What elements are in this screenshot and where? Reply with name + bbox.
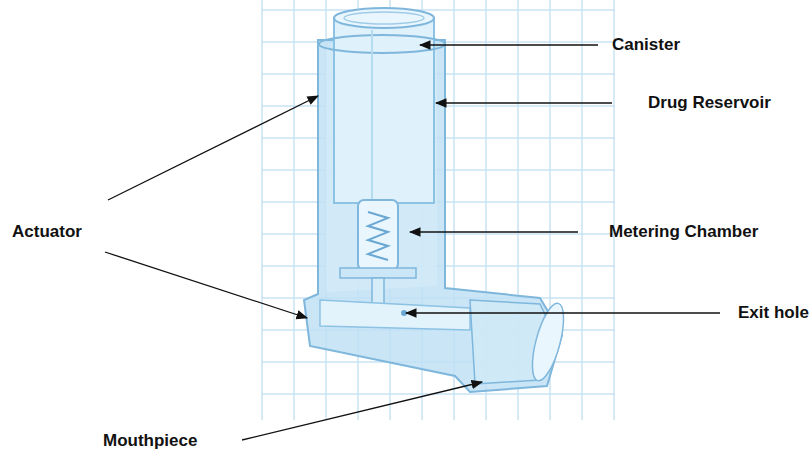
leader-lines	[105, 45, 720, 440]
canister	[319, 8, 445, 203]
leader-line	[420, 44, 598, 45]
part-label: Mouthpiece	[103, 431, 197, 451]
spring-symbol	[368, 212, 388, 260]
part-label: Metering Chamber	[609, 222, 758, 242]
actuator-rim	[319, 35, 445, 53]
canister-seam	[371, 30, 373, 200]
canister-top	[334, 8, 434, 28]
chamber-housing	[358, 200, 398, 270]
canister-body	[334, 18, 434, 203]
nozzle-seat	[320, 300, 470, 330]
leader-line	[406, 312, 720, 313]
leader-line	[410, 231, 578, 232]
canister-rim	[344, 12, 424, 24]
part-label: Exit hole	[738, 303, 809, 323]
part-label: Drug Reservoir	[648, 93, 771, 113]
leader-line	[436, 102, 612, 103]
valve-collar	[340, 268, 416, 278]
part-label: Actuator	[12, 222, 82, 242]
metering-chamber	[340, 200, 416, 308]
leader-line	[105, 252, 307, 318]
part-label: Canister	[612, 35, 680, 55]
leader-line	[108, 96, 318, 200]
background-grid	[262, 0, 614, 420]
leader-line	[242, 382, 482, 440]
